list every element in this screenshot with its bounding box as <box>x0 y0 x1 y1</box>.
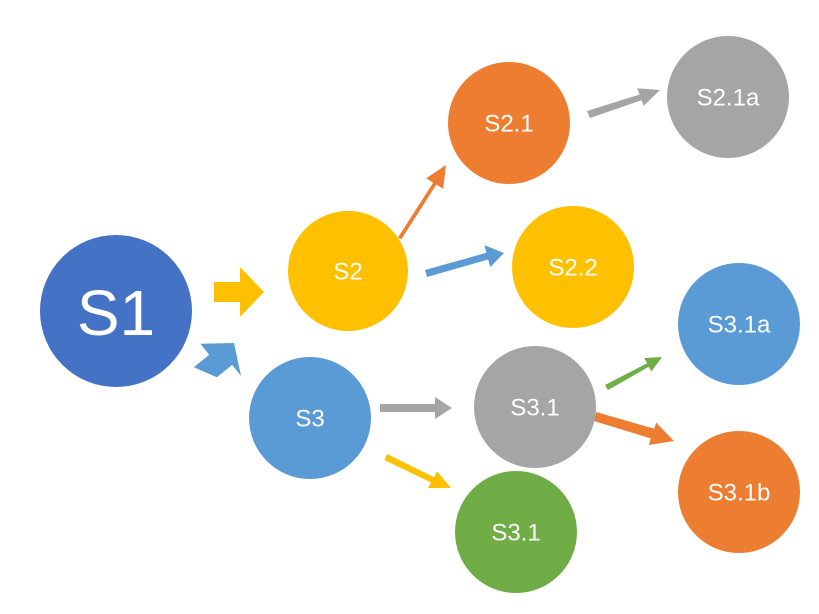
arrow-s31-to-s31b <box>593 412 674 445</box>
arrow-s31-to-s31a <box>605 357 662 390</box>
node-s2: S2 <box>288 211 408 331</box>
arrow-s3-to-s31-yellow <box>384 454 451 489</box>
node-label: S3.1a <box>708 312 771 339</box>
arrow-s21-to-s21a <box>587 88 660 118</box>
node-s2-1a: S2.1a <box>667 36 789 158</box>
node-label: S2.1 <box>484 111 533 138</box>
node-label: S2.1a <box>697 85 760 112</box>
node-s2-1: S2.1 <box>448 62 570 184</box>
node-s3: S3 <box>249 357 371 479</box>
arrow-s2-to-s22 <box>425 245 504 277</box>
node-s2-2: S2.2 <box>512 206 634 328</box>
node-label: S1 <box>77 277 155 349</box>
arrow-s1-to-s3 <box>193 343 241 378</box>
node-label: S2.2 <box>548 255 597 282</box>
arrow-s2-to-s21 <box>398 165 446 240</box>
arrow-s1-to-s2 <box>214 267 264 317</box>
arrows <box>193 88 674 489</box>
node-label: S3.1b <box>708 480 771 507</box>
nodes: S1 S2 S3 S2.1 S2.1a S2.2 S3.1 S3.1 <box>40 36 800 593</box>
node-s3-1-green: S3.1 <box>455 471 577 593</box>
arrow-s3-to-s31-gray <box>380 397 452 419</box>
node-label: S3 <box>295 406 324 433</box>
node-s3-1: S3.1 <box>474 346 596 468</box>
node-s3-1a: S3.1a <box>678 263 800 385</box>
node-label: S3.1 <box>491 520 540 547</box>
node-s3-1b: S3.1b <box>678 431 800 553</box>
node-s1: S1 <box>40 235 192 387</box>
node-label: S3.1 <box>510 395 559 422</box>
node-label: S2 <box>333 259 362 286</box>
